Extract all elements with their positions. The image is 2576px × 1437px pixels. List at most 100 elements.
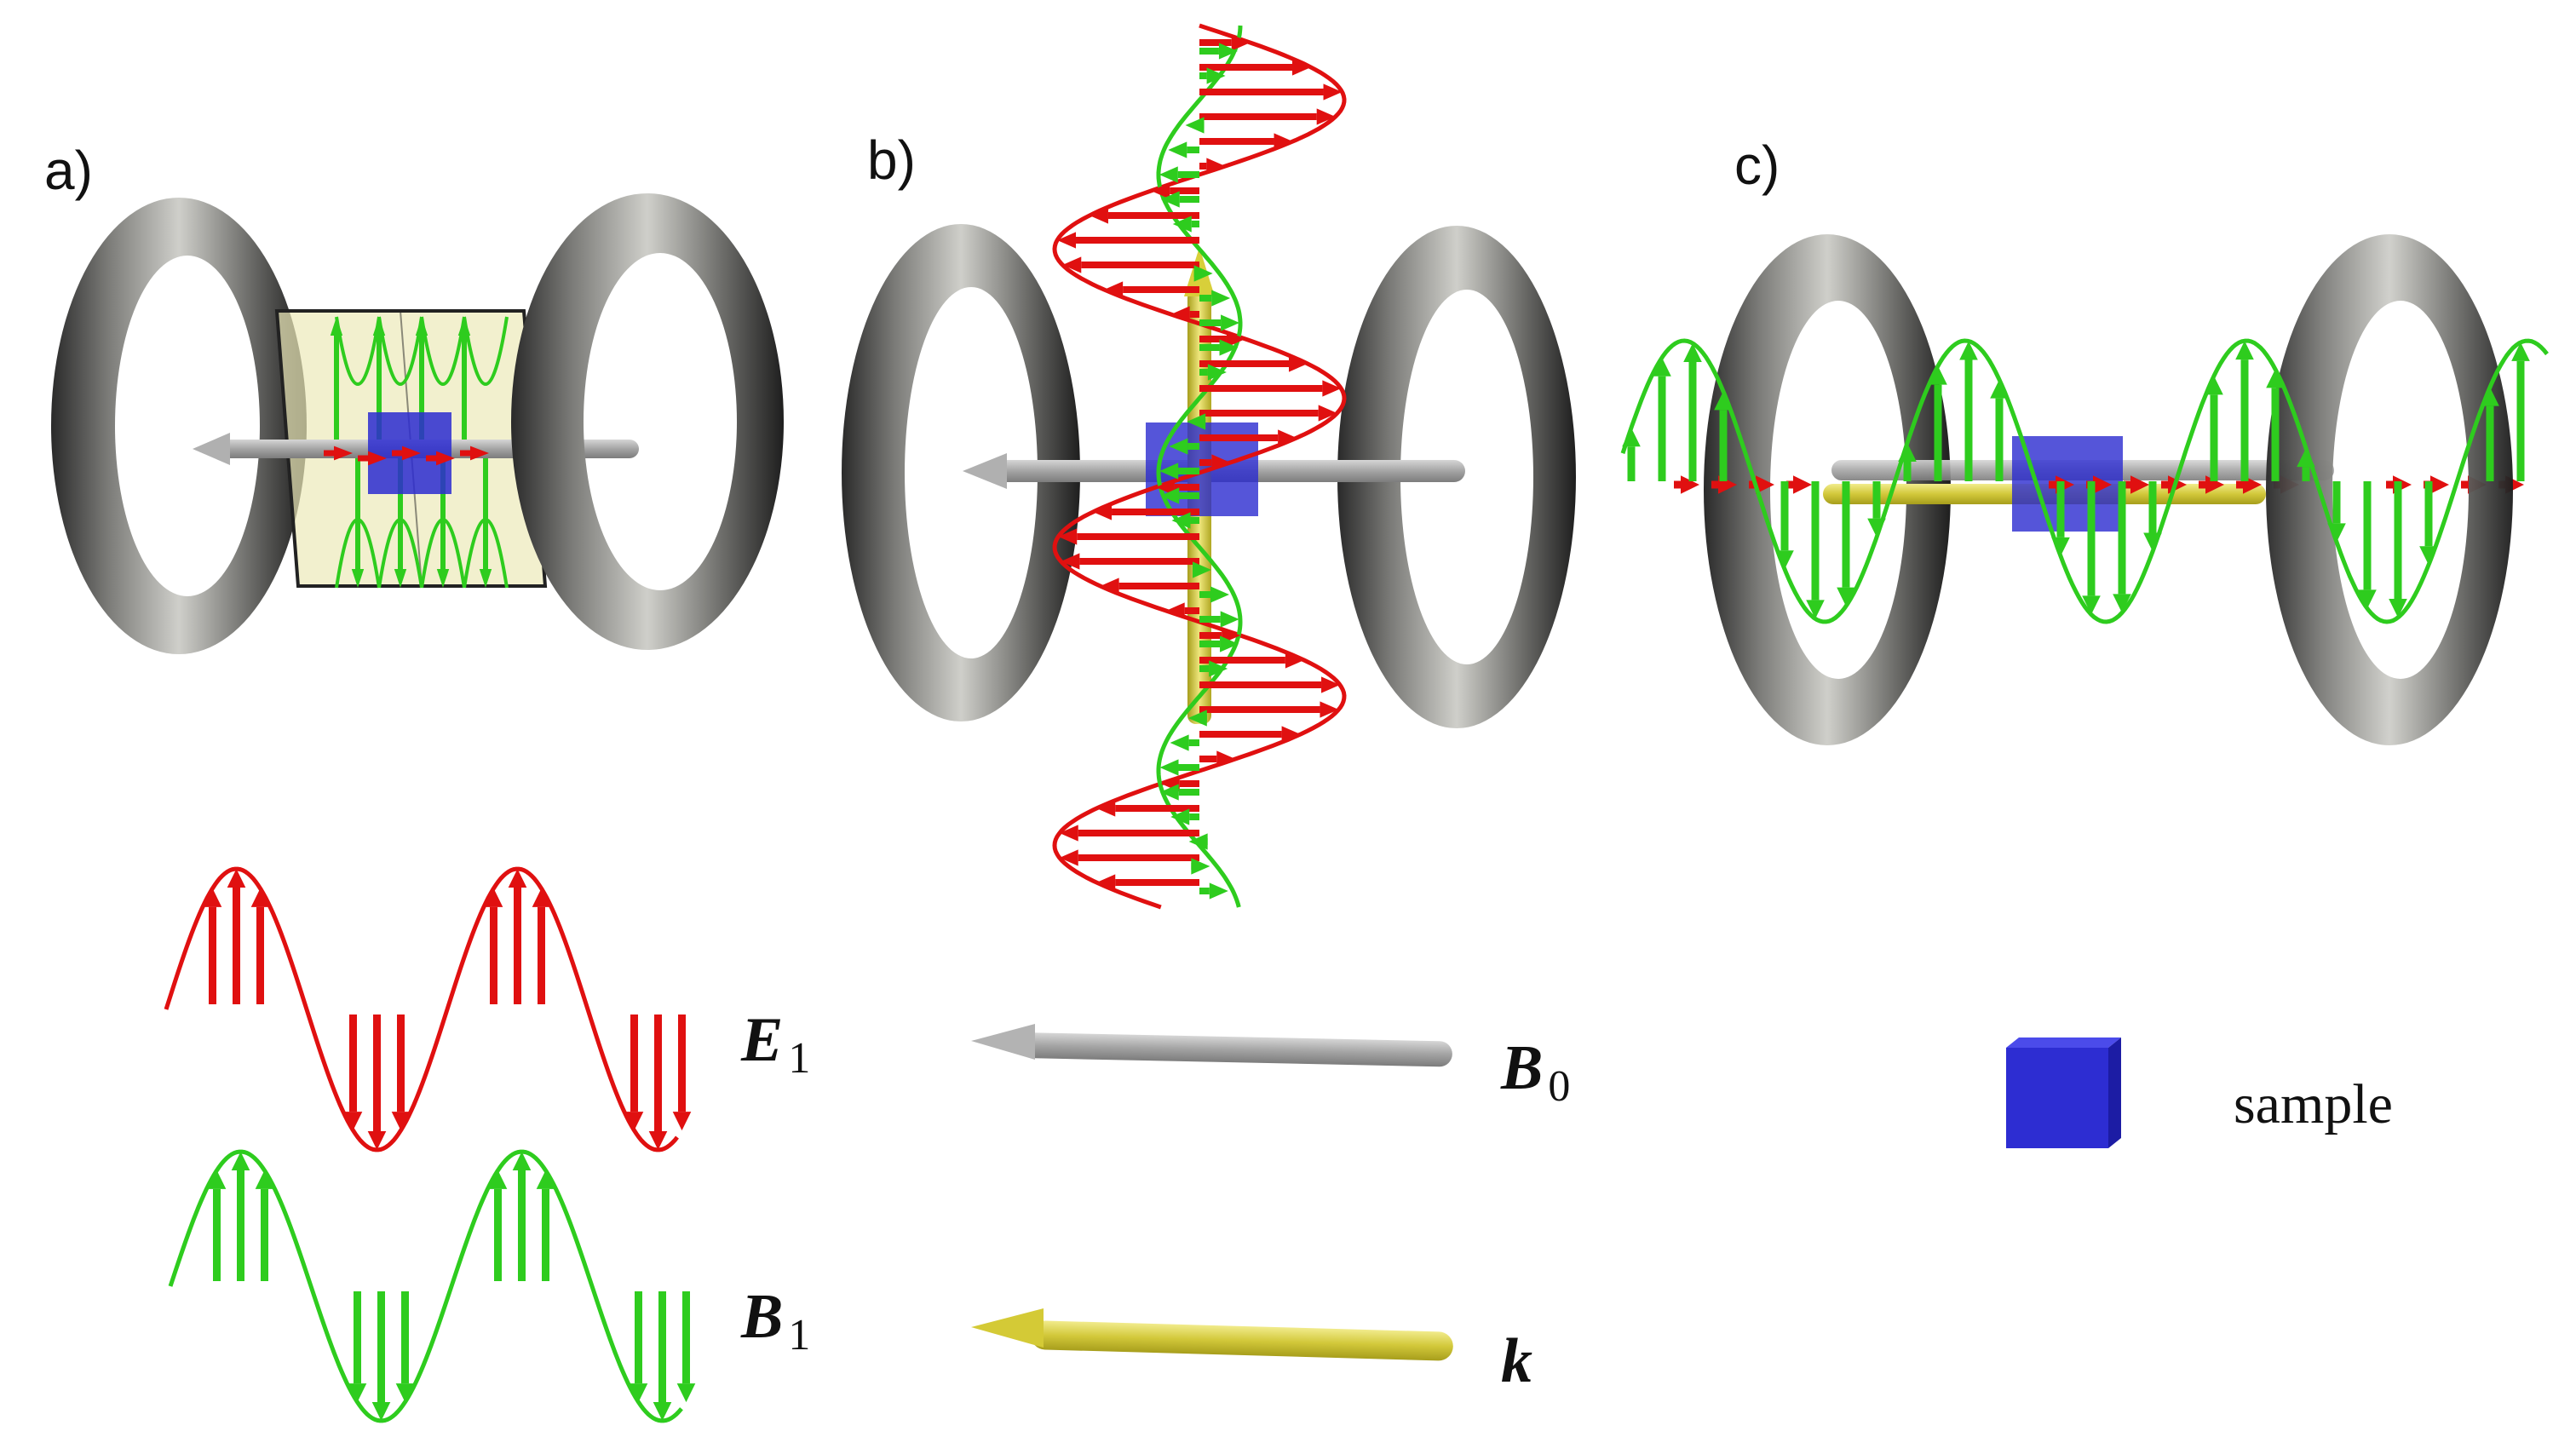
field-arrow-head [536, 1170, 555, 1189]
e1-field-arrows-a [324, 445, 489, 466]
field-arrow-head [1096, 874, 1116, 891]
field-arrow-head [1062, 256, 1082, 273]
field-arrow-head [1281, 726, 1301, 743]
field-arrow-head [479, 569, 492, 588]
field-arrow-head [1756, 475, 1774, 494]
coil-left-c [1704, 234, 1951, 745]
field-arrow-head [676, 1383, 696, 1403]
field-arrow-head [1169, 438, 1188, 455]
field-arrow-head [1323, 83, 1343, 101]
field-arrow-head [653, 1402, 672, 1421]
field-arrow-head [1187, 710, 1207, 727]
field-arrow-head [1170, 306, 1190, 323]
field-arrow-head [1220, 635, 1239, 652]
field-arrow-head [1104, 281, 1124, 298]
field-arrow-head [1867, 518, 1886, 537]
wave-arrow-icon-b0 [971, 1024, 1452, 1067]
field-arrow-head [1171, 512, 1191, 529]
field-arrow-head [1929, 365, 1947, 385]
field-arrow-head [1219, 339, 1239, 356]
field-arrow-head [470, 445, 489, 461]
field-arrow-head [1193, 265, 1213, 282]
b1-wave-icon [168, 1149, 696, 1423]
field-arrow-head [1211, 290, 1231, 307]
field-arrow-head [1221, 314, 1240, 331]
field-arrow-head [1898, 443, 1917, 463]
field-arrow-head [1096, 800, 1116, 817]
field-arrow-head [1187, 413, 1206, 430]
panel-label-b: b) [867, 129, 916, 191]
field-arrow-head [1683, 342, 1702, 362]
field-arrow-head [1206, 67, 1226, 84]
field-arrow-head [436, 451, 455, 466]
field-arrow-head [2389, 598, 2407, 618]
field-arrow-head [1206, 158, 1226, 175]
field-arrow-head [1216, 750, 1236, 767]
field-arrow-head [436, 569, 450, 588]
field-arrow-head [1160, 487, 1180, 504]
field-arrow-head [1188, 833, 1208, 850]
field-arrow-head [1193, 561, 1212, 578]
field-arrow-head [1172, 216, 1192, 233]
field-arrow-head [2130, 475, 2149, 494]
wave-curve [377, 316, 423, 386]
field-arrow-head [1622, 428, 1641, 447]
field-arrow-head [1093, 503, 1113, 520]
field-arrow-head [484, 888, 503, 907]
wave-curve [463, 518, 509, 589]
field-arrow-head [1316, 108, 1336, 125]
field-arrow-head [395, 1383, 415, 1403]
field-arrow-head [1058, 528, 1078, 545]
panel-c [1620, 234, 2549, 745]
helmholtz-coil-icon [842, 224, 1080, 721]
field-arrow-head [2235, 341, 2254, 360]
field-arrow-head [1191, 858, 1210, 875]
panel-b [842, 23, 1576, 910]
helmholtz-coil-icon [1704, 234, 1951, 745]
field-arrow-head [2481, 387, 2499, 406]
wave-curve [420, 316, 466, 386]
field-arrow-head [2082, 595, 2101, 615]
panel-label-c: c) [1734, 135, 1780, 196]
wave-curve [335, 316, 381, 386]
panel-label-a: a) [44, 140, 93, 201]
field-arrow-head [1320, 701, 1339, 718]
helmholtz-coil-icon [2266, 234, 2513, 745]
field-arrow-head [1775, 550, 1794, 570]
field-arrow-head [508, 869, 527, 888]
field-arrow-head [227, 869, 246, 888]
field-arrow-head [1653, 357, 1671, 376]
wave-curve [164, 866, 679, 1152]
wave-curve [420, 518, 466, 589]
b1-wave-curve [1620, 338, 2549, 624]
wave-curve [335, 518, 381, 589]
field-arrow-head [1322, 380, 1342, 397]
field-arrow-head [1959, 341, 1978, 360]
sample-cube-icon [2006, 1038, 2121, 1148]
field-arrow-head [250, 888, 270, 907]
field-arrow-head [2430, 475, 2449, 494]
field-arrow-head [368, 451, 387, 466]
field-arrow-head [394, 569, 407, 588]
field-arrow-head [1170, 734, 1189, 751]
field-arrow-head [1209, 660, 1228, 677]
field-arrow-head [1155, 479, 1175, 496]
field-arrow-head [351, 569, 365, 588]
coil-right-a [511, 193, 784, 650]
field-arrow-head [2266, 369, 2285, 388]
field-arrow-head [1209, 882, 1228, 900]
field-arrow-head [629, 1383, 648, 1403]
field-arrow-head [1231, 34, 1251, 51]
e1-wave-icon [164, 866, 692, 1152]
helmholtz-coil-icon [51, 198, 307, 654]
field-arrow-head [1159, 759, 1179, 776]
coil-right-b [1337, 226, 1576, 728]
field-arrow-head [624, 1112, 644, 1131]
field-arrow-head [1185, 117, 1205, 134]
field-arrow-head [488, 1170, 508, 1189]
field-arrow-head [1089, 207, 1108, 224]
